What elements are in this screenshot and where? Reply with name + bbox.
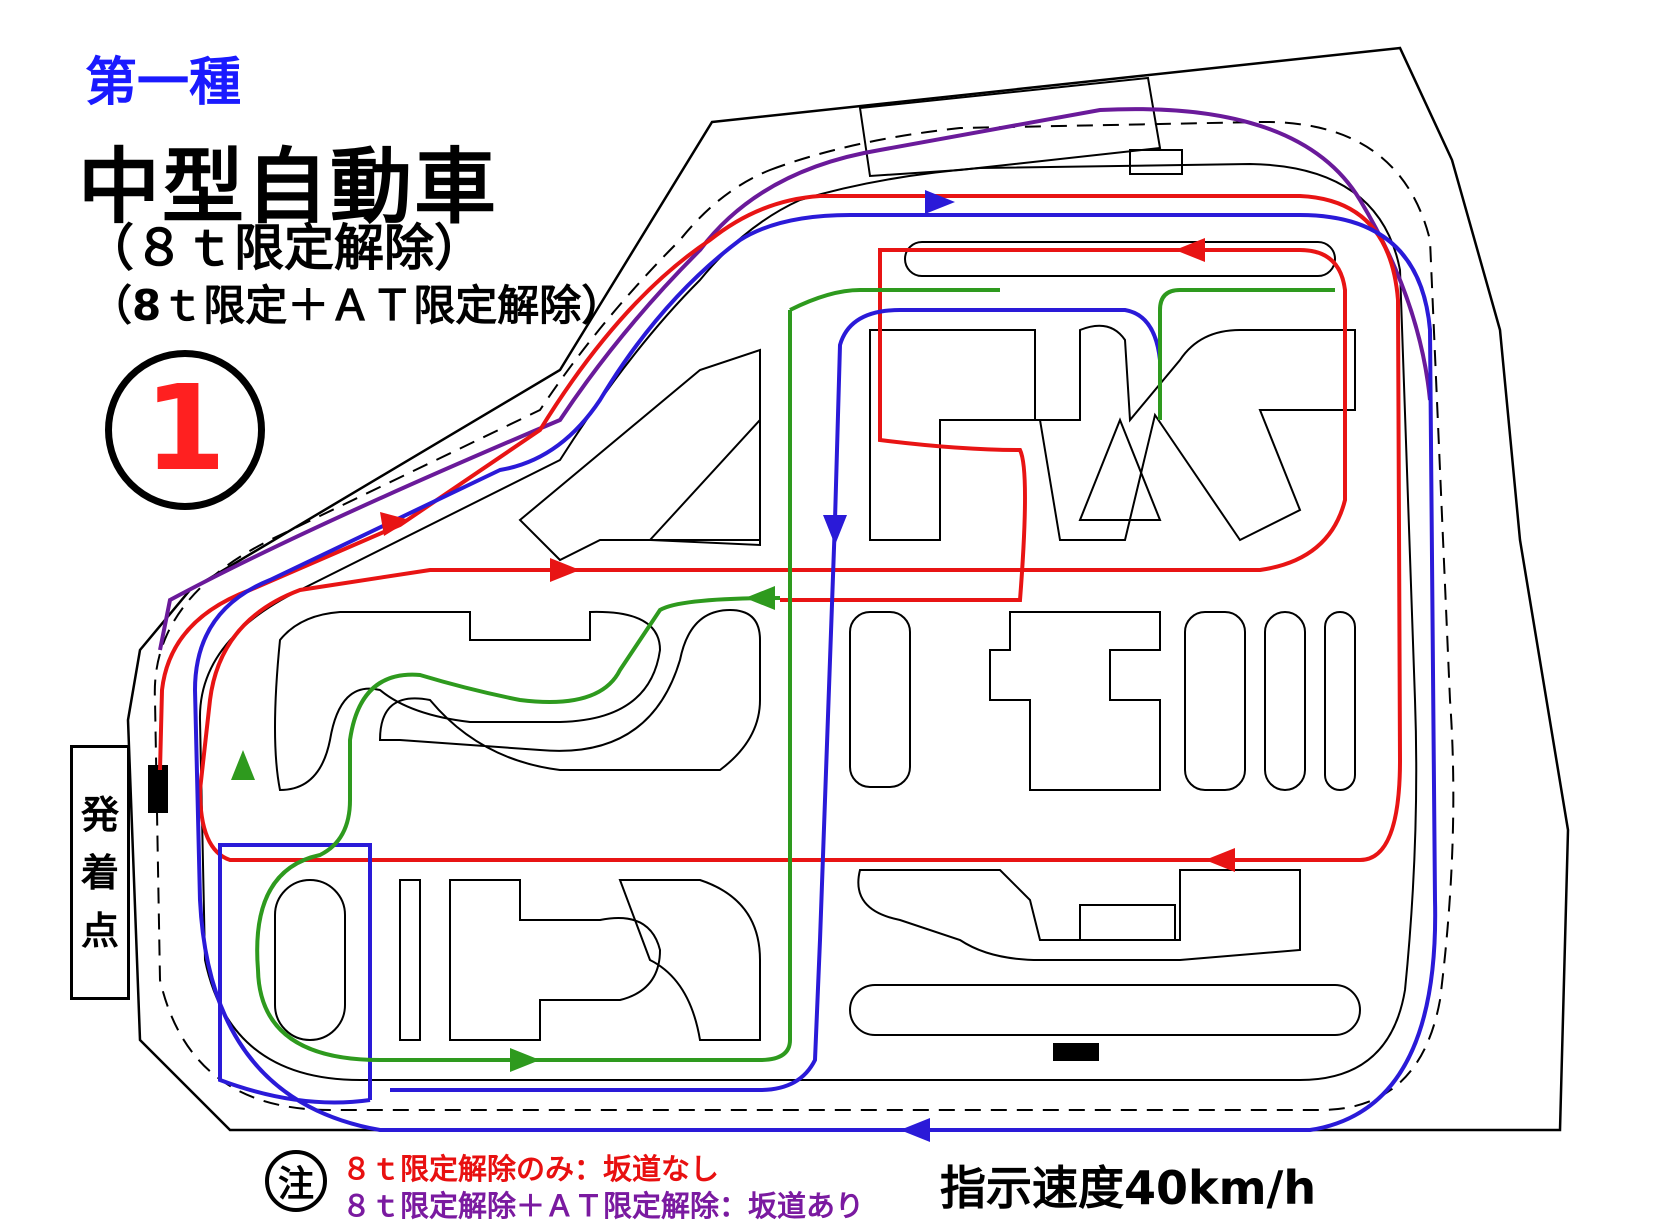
license-grade: 第一種	[85, 53, 242, 113]
road-islands	[274, 241, 1361, 1041]
route-red	[158, 194, 1403, 862]
route-arrows	[231, 190, 1235, 1142]
arrow-green-mid	[745, 586, 775, 610]
arrow-blue-top	[925, 190, 955, 214]
note-8t-at: ８ｔ限定解除＋ＡＴ限定解除：坂道あり	[342, 1189, 865, 1223]
arrow-red-top	[1175, 238, 1205, 262]
start-point-box: 発 着 点	[70, 745, 130, 1000]
arrow-blue-down	[823, 515, 847, 545]
top-building	[858, 76, 1162, 178]
outer-track-lane	[153, 120, 1455, 1111]
start-point-char: 着	[80, 850, 119, 895]
speed-instruction: 指示速度40km/h	[940, 1161, 1317, 1215]
bottom-marker	[1053, 1043, 1099, 1061]
route-blue	[192, 213, 1438, 1132]
arrow-red-bottom	[1205, 848, 1235, 872]
arrow-red-left	[380, 512, 410, 536]
vehicle-class-title: 中型自動車	[78, 140, 499, 235]
arrow-blue-bottom	[900, 1118, 930, 1142]
inner-track-edge	[198, 162, 1418, 1081]
arrow-green-bottom	[510, 1048, 540, 1072]
start-point-char: 点	[80, 908, 119, 953]
route-green	[255, 288, 1335, 1062]
course-number-badge: 1	[105, 350, 265, 510]
route-purple	[158, 107, 1432, 651]
subtitle-8t-limit: （８ｔ限定解除）	[84, 219, 484, 277]
note-8t-only: ８ｔ限定解除のみ：坂道なし	[342, 1152, 720, 1186]
start-point-char: 発	[80, 792, 119, 837]
arrow-green-up	[231, 750, 255, 780]
course-number: 1	[143, 359, 227, 497]
note-marker: 注	[265, 1150, 327, 1212]
arrow-red-mid	[550, 558, 580, 582]
subtitle-8t-at-limit: （8ｔ限定＋ＡＴ限定解除）	[90, 281, 624, 330]
start-marker	[148, 765, 168, 813]
top-small-box	[1129, 149, 1183, 175]
